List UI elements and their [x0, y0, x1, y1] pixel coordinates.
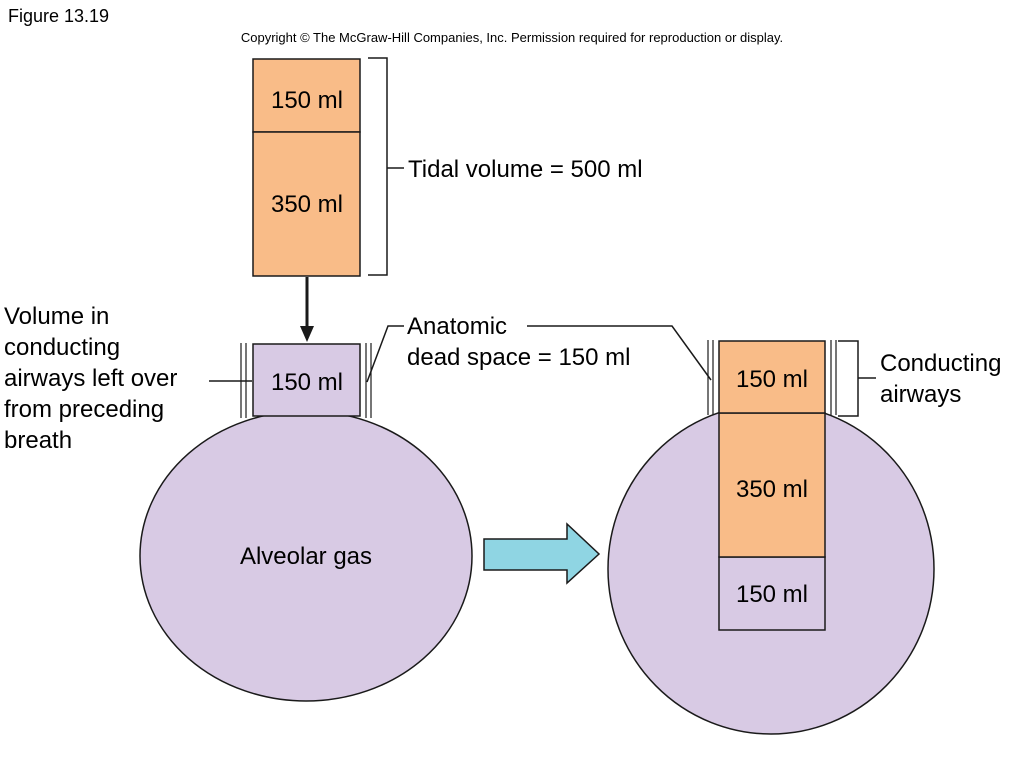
dead-space-leader-right [527, 325, 712, 381]
tidal-volume-bracket [368, 57, 404, 276]
down-arrow-head [300, 326, 314, 342]
conducting-airways-bracket [838, 340, 876, 417]
figure-label: Figure 13.19 [8, 6, 110, 26]
left-airway-volume: 150 ml [271, 369, 343, 396]
leftover-line-4: from preceding [4, 396, 164, 423]
alveolar-gas-label: Alveolar gas [240, 543, 372, 570]
copyright-notice: Copyright © The McGraw-Hill Companies, I… [240, 30, 784, 45]
inhaled-top-box [252, 58, 361, 133]
right-mid-volume: 350 ml [736, 476, 808, 503]
leftover-volume-label: Volume in conducting airways left over f… [4, 303, 177, 454]
dead-space-line-1: Anatomic [407, 313, 507, 340]
leftover-line-1: Volume in [4, 303, 109, 330]
transition-arrow [483, 522, 601, 585]
inhaled-top-volume: 150 ml [271, 87, 343, 114]
tidal-volume-label: Tidal volume = 500 ml [408, 156, 643, 183]
inhaled-bottom-box [252, 131, 361, 277]
dead-space-leader-left [366, 325, 404, 383]
right-old-air-box [718, 556, 826, 631]
dead-space-line-2: dead space = 150 ml [407, 344, 631, 371]
leftover-line-3: airways left over [4, 365, 177, 392]
conducting-line-1: Conducting [880, 350, 1001, 377]
leftover-line-5: breath [4, 427, 72, 454]
conducting-line-2: airways [880, 381, 961, 408]
leftover-line-2: conducting [4, 334, 120, 361]
inhaled-bottom-volume: 350 ml [271, 191, 343, 218]
right-airway-volume: 150 ml [736, 366, 808, 393]
left-airway-box [252, 343, 361, 417]
right-mid-box [718, 412, 826, 558]
right-old-volume: 150 ml [736, 581, 808, 608]
right-airway-box [718, 340, 826, 414]
